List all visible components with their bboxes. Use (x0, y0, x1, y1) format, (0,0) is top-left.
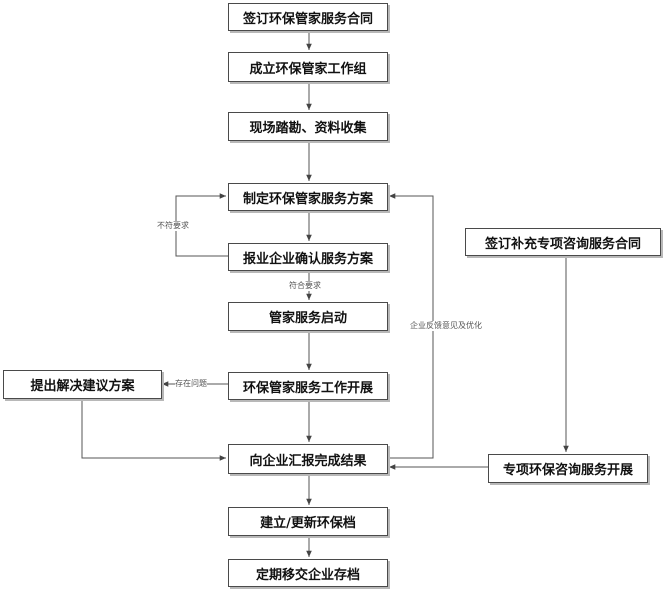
node-special-service: 专项环保咨询服务开展 (488, 454, 648, 483)
node-site-survey: 现场踏勘、资料收集 (228, 112, 388, 141)
node-sign-contract: 签订环保管家服务合同 (228, 3, 388, 31)
label-problem: 存在问题 (175, 379, 207, 389)
node-archive-transfer: 定期移交企业存档 (228, 559, 388, 587)
node-sign-extra-contract: 签订补充专项咨询服务合同 (465, 228, 661, 256)
label-feedback: 企业反馈意见及优化 (410, 321, 482, 331)
node-form-team: 成立环保管家工作组 (228, 52, 388, 82)
node-build-archive: 建立/更新环保档 (228, 507, 388, 536)
node-make-plan: 制定环保管家服务方案 (228, 183, 388, 211)
node-service-start: 管家服务启动 (228, 302, 388, 331)
node-service-work: 环保管家服务工作开展 (228, 372, 388, 400)
node-confirm-plan: 报业企业确认服务方案 (228, 243, 388, 271)
node-propose-solution: 提出解决建议方案 (3, 370, 162, 399)
label-not-meet: 不符要求 (157, 221, 189, 231)
arrow-solution-to-report (81, 399, 226, 461)
node-report-result: 向企业汇报完成结果 (228, 444, 388, 474)
label-meet: 符合要求 (289, 281, 321, 291)
